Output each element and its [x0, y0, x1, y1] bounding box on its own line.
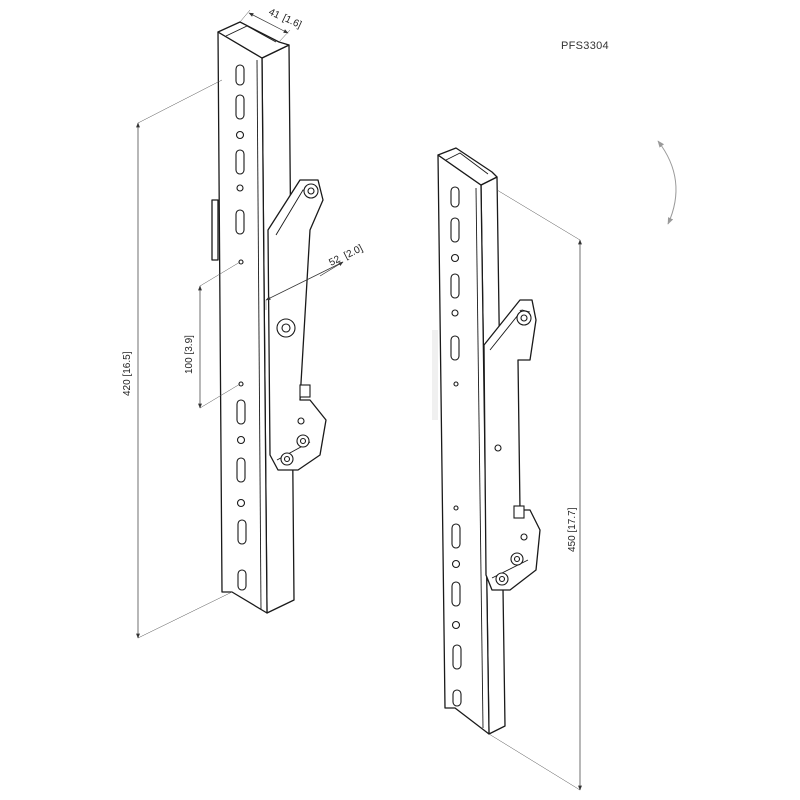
spacing-imperial: 3.9 [184, 337, 195, 351]
svg-text:52: 52 [327, 254, 342, 269]
left-tilt-bracket [267, 179, 327, 471]
left-height-imperial: 16.5 [122, 354, 133, 374]
left-height-metric: 420 [122, 379, 133, 396]
right-height-imperial: 17.7 [567, 510, 578, 530]
spacing-metric: 100 [184, 357, 195, 374]
offset-metric: 52 [327, 254, 342, 269]
dim-spacing: 100 [3.9] [184, 261, 241, 409]
offset-imperial: 2.0 [345, 244, 363, 260]
svg-text:[2.0]: [2.0] [342, 243, 365, 262]
svg-text:420 [16.5]: 420 [16.5] [122, 351, 133, 396]
left-rail-back-clip [211, 199, 219, 261]
right-rail [432, 147, 541, 735]
left-rail [211, 21, 327, 614]
tilt-arrow-icon [657, 140, 677, 225]
product-code: PFS3304 [561, 40, 609, 52]
right-tilt-bracket [483, 299, 541, 591]
depth-metric: 41 [267, 7, 282, 22]
svg-text:450 [17.7]: 450 [17.7] [567, 507, 578, 552]
svg-text:[1.6]: [1.6] [281, 13, 303, 31]
right-rail-slots [450, 186, 462, 707]
svg-text:100 [3.9]: 100 [3.9] [184, 335, 195, 374]
right-rail-front-face [437, 154, 490, 735]
dim-right-height: 450 [17.7] [488, 189, 582, 791]
dim-left-height: 420 [16.5] [122, 79, 233, 639]
depth-imperial: 1.6 [283, 14, 301, 30]
right-rail-top-lip [437, 147, 498, 186]
svg-text:41: 41 [267, 7, 282, 22]
right-height-metric: 450 [567, 535, 578, 552]
left-rail-slots [235, 64, 247, 591]
